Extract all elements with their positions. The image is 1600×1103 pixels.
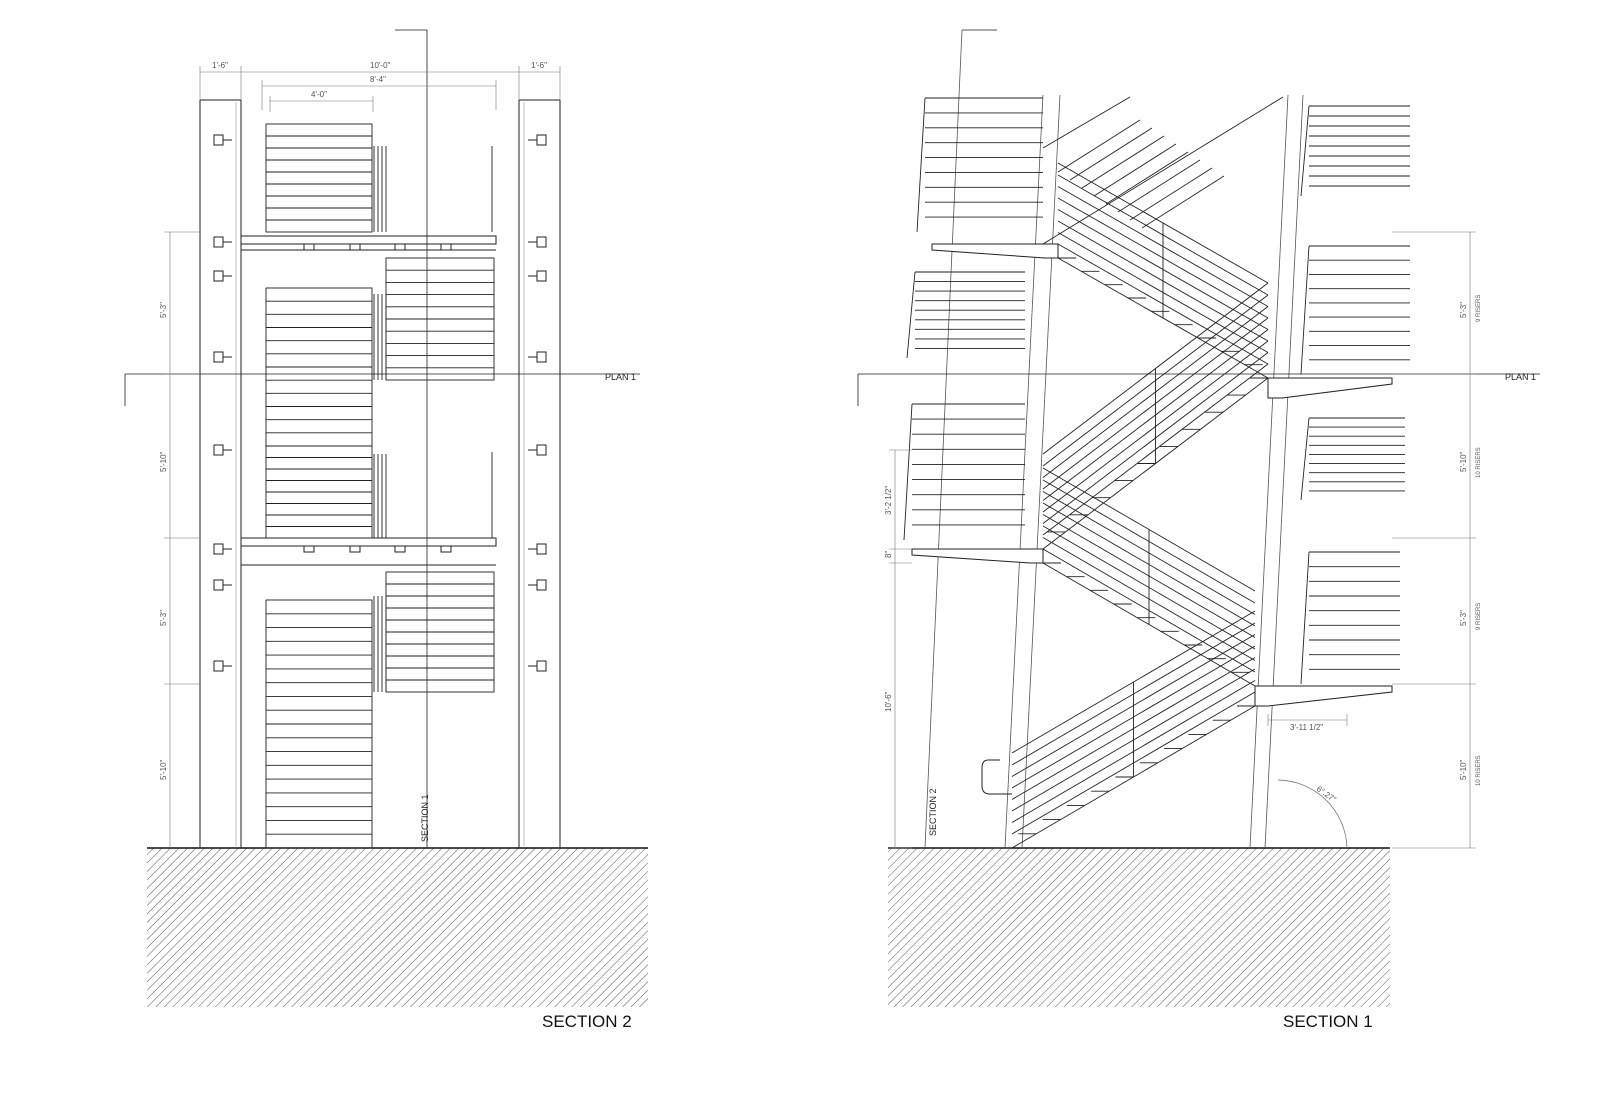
landing-bolt — [349, 243, 361, 251]
dim-vert-4: 5'-10" — [159, 759, 168, 780]
risers-2: 10 RISERS — [1476, 447, 1482, 478]
column-brackets — [213, 134, 547, 672]
bracket-left — [213, 543, 224, 555]
landing-bolt — [349, 545, 361, 553]
landing-bolt — [303, 545, 315, 553]
bracket-left — [213, 134, 224, 146]
inclined-columns — [924, 29, 1304, 849]
dim-vert-1: 5'-3" — [159, 302, 168, 318]
dim-vert-3: 5'-3" — [159, 610, 168, 626]
dim-base: 10'-6" — [884, 691, 893, 712]
bracket-left — [213, 270, 224, 282]
cable-rail — [1093, 143, 1177, 197]
bracket-right — [536, 134, 547, 146]
bracket-left — [213, 660, 224, 672]
bracket-right — [536, 660, 547, 672]
flight-upper-a — [265, 123, 373, 233]
dim-top-stair: 4'-0" — [311, 90, 327, 99]
landing-bolt — [394, 243, 406, 251]
dim-guard-height: 3'-2 1/2" — [884, 486, 893, 515]
risers-4: 10 RISERS — [1476, 755, 1482, 786]
dim-vert-2: 5'-10" — [159, 451, 168, 472]
side-guard-panels — [903, 97, 1410, 685]
dim-top-right: 1'-6" — [531, 61, 547, 70]
base-rail-return — [981, 759, 1012, 795]
flight-rails-left — [265, 123, 495, 849]
cable-rail — [1057, 119, 1141, 173]
landing-bolt — [394, 545, 406, 553]
vertical-dimensions-left — [164, 231, 200, 848]
cable-rail — [1081, 135, 1165, 189]
left-dimensions-right — [889, 449, 1348, 849]
bracket-left — [213, 444, 224, 456]
cable-rail — [1069, 127, 1153, 181]
section-2-label: SECTION 2 — [928, 788, 938, 836]
angle-arc — [1277, 779, 1348, 849]
section-1-label: SECTION 1 — [420, 794, 430, 842]
stair-flights-right — [994, 96, 1286, 849]
panel-edge — [1300, 105, 1310, 197]
plan-label-right: PLAN 1 — [1505, 372, 1536, 382]
top-dimensions — [199, 66, 561, 112]
dim-slab: 8" — [884, 551, 893, 558]
dim-right-4: 5'-10" — [1459, 759, 1468, 780]
panel-edge — [903, 403, 913, 541]
dim-right-1: 5'-3" — [1459, 302, 1468, 318]
dim-angle: 6°.27° — [1315, 784, 1338, 804]
bracket-right — [536, 579, 547, 591]
section-1-drawing: SECTION 2 PLAN 1 5'-3" 9 RISERS 5'-10" 1 — [857, 29, 1540, 1031]
cable-rail — [1105, 151, 1189, 205]
landing-bolt — [303, 243, 315, 251]
dim-top-left: 1'-6" — [212, 61, 228, 70]
dim-right-2: 5'-10" — [1459, 451, 1468, 472]
bracket-left — [213, 236, 224, 248]
dim-top-overall: 10'-0" — [370, 61, 391, 70]
bracket-right — [536, 444, 547, 456]
panel-edge — [916, 97, 926, 233]
section-2-title: SECTION 2 — [542, 1012, 632, 1031]
section-1-cut-line — [395, 29, 428, 848]
section-2-drawing: SECTION 1 PLAN 1 1'-6" 10'-0" 1'-6" 8'-4… — [124, 29, 648, 1031]
left-column-pair — [199, 99, 561, 848]
ground-hatch-right — [888, 848, 1390, 1007]
panel-edge — [1300, 551, 1310, 685]
plan-label-left: PLAN 1 — [605, 372, 636, 382]
landings-left — [240, 235, 497, 566]
bracket-right — [536, 351, 547, 363]
panel-edge — [1300, 245, 1310, 375]
dim-landing: 3'-11 1/2" — [1290, 723, 1323, 732]
bracket-right — [536, 543, 547, 555]
cable-rail — [1141, 175, 1225, 229]
bracket-right — [536, 270, 547, 282]
vertical-dimensions-right — [1392, 231, 1476, 849]
handrail — [1042, 96, 1131, 149]
landing-bolt — [440, 243, 452, 251]
risers-3: 9 RISERS — [1476, 603, 1482, 630]
cable-rail — [1117, 159, 1201, 213]
bracket-left — [213, 579, 224, 591]
ground-hatch-left — [147, 848, 648, 1007]
stringer — [1042, 96, 1284, 245]
landing-bolt — [440, 545, 452, 553]
cable-rail — [1129, 167, 1213, 221]
dim-right-3: 5'-3" — [1459, 610, 1468, 626]
panel-edge — [906, 271, 916, 359]
risers-1: 9 RISERS — [1476, 295, 1482, 322]
bracket-right — [536, 236, 547, 248]
landing-bolts — [303, 243, 452, 553]
dim-top-inner: 8'-4" — [370, 75, 386, 84]
section-1-title: SECTION 1 — [1283, 1012, 1373, 1031]
panel-edge — [1300, 417, 1310, 501]
bracket-left — [213, 351, 224, 363]
landings-right — [911, 243, 1393, 707]
